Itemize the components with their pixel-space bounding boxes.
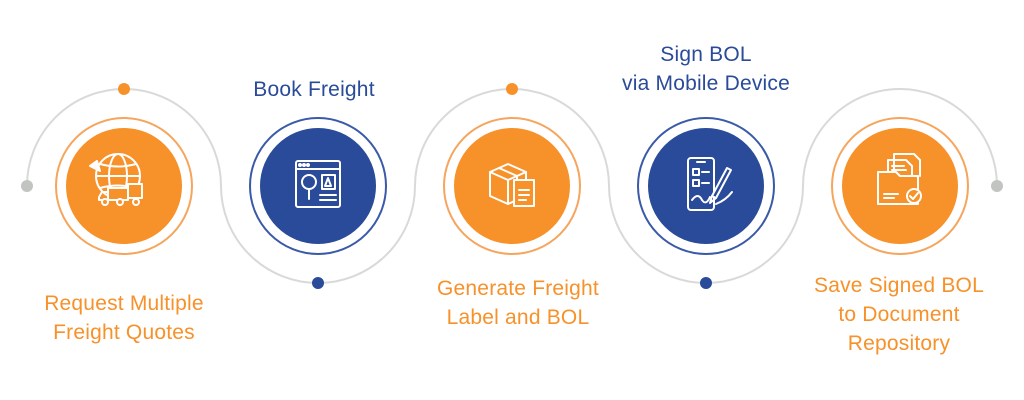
connector-dot-1 (118, 83, 130, 95)
step-2-badge (249, 117, 387, 255)
folder-check-icon (877, 153, 922, 205)
start-dot (21, 180, 33, 192)
step-1-label-line-2: Freight Quotes (53, 321, 195, 344)
step-5-label-line-1: Save Signed BOL (814, 274, 984, 297)
wave-connector (26, 88, 998, 284)
step-2-label: Book Freight (194, 75, 434, 104)
step-3-label-line-1: Generate Freight (437, 277, 599, 300)
step-3-label-line-2: Label and BOL (446, 306, 590, 329)
step-5-label: Save Signed BOL to Document Repository (784, 271, 1014, 358)
step-2-label-line-1: Book Freight (253, 78, 375, 101)
step-1-label: Request Multiple Freight Quotes (4, 289, 244, 347)
phone-sign-pen-icon (687, 157, 733, 211)
step-3-label: Generate Freight Label and BOL (398, 274, 638, 332)
browser-search-icon (295, 160, 341, 208)
connector-dot-3 (506, 83, 518, 95)
end-dot (991, 180, 1003, 192)
step-1-label-line-1: Request Multiple (44, 292, 204, 315)
step-4-label-line-1: Sign BOL (660, 43, 752, 66)
connector-dot-4 (700, 277, 712, 289)
globe-truck-plane-icon (89, 153, 143, 206)
step-4-badge (637, 117, 775, 255)
step-4-label-line-2: via Mobile Device (622, 72, 790, 95)
step-3-badge (443, 117, 581, 255)
step-4-label: Sign BOL via Mobile Device (596, 40, 816, 98)
boxes-label-icon (489, 163, 535, 207)
step-5-label-line-2: to Document (838, 303, 960, 326)
step-5-badge (831, 117, 969, 255)
connector-dot-2 (312, 277, 324, 289)
step-1-badge (55, 117, 193, 255)
step-5-label-line-3: Repository (847, 332, 951, 355)
